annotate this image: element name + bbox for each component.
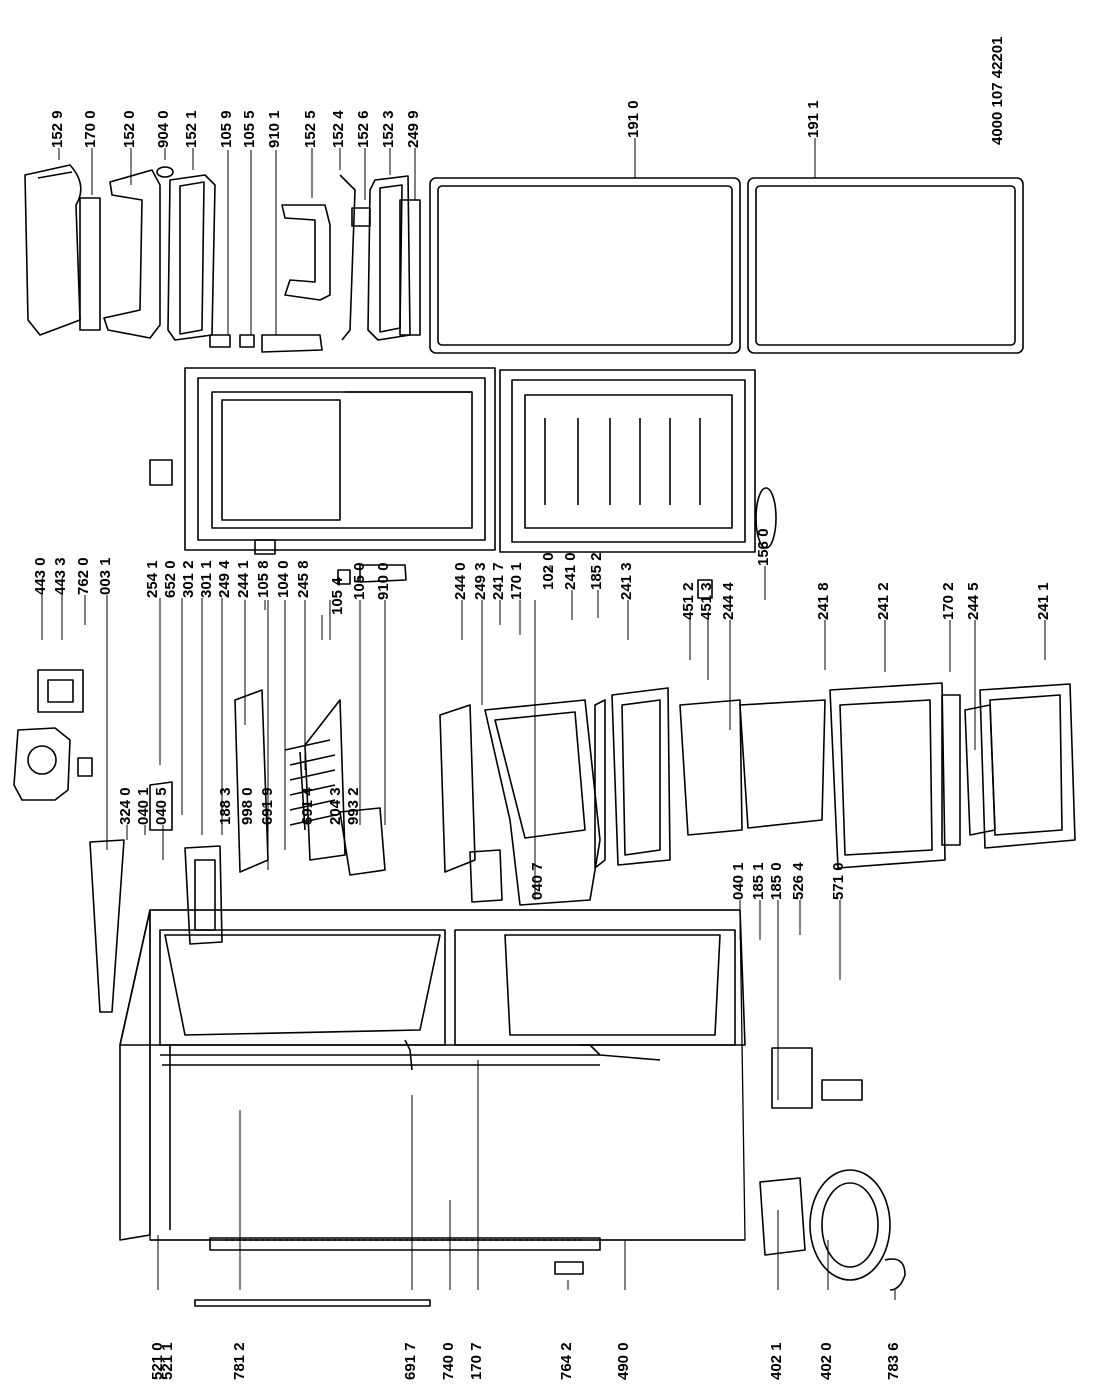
leader-lines xyxy=(41,138,1046,1300)
part-label: 451 3 xyxy=(698,582,715,620)
part-label: 245 8 xyxy=(295,560,312,598)
part-label: 241 2 xyxy=(875,582,892,620)
part-label: 102 0 xyxy=(540,552,557,590)
part-label: 910 0 xyxy=(375,562,392,600)
part-label: 152 3 xyxy=(380,110,397,148)
part-label: 451 2 xyxy=(680,582,697,620)
part-label: 783 6 xyxy=(885,1342,902,1380)
part-label: 241 7 xyxy=(490,562,507,600)
part-label: 152 0 xyxy=(121,110,138,148)
part-label: 040 5 xyxy=(153,787,170,825)
part-label: 170 1 xyxy=(508,562,525,600)
part-label: 762 0 xyxy=(75,557,92,595)
part-label: 443 3 xyxy=(52,557,69,595)
part-label: 301 1 xyxy=(198,560,215,598)
part-label: 156 0 xyxy=(755,528,772,566)
shelves-and-drawers xyxy=(13,539,1076,1013)
part-label: 105 5 xyxy=(241,110,258,148)
door-bins-top xyxy=(24,164,421,353)
part-label: 241 3 xyxy=(618,562,635,600)
part-label: 402 1 xyxy=(768,1342,785,1380)
part-label: 152 9 xyxy=(49,110,66,148)
part-label: 740 0 xyxy=(440,1342,457,1380)
part-label: 402 0 xyxy=(818,1342,835,1380)
part-label: 104 0 xyxy=(275,560,292,598)
part-label: 152 6 xyxy=(355,110,372,148)
part-label: 691 4 xyxy=(299,787,316,825)
part-label: 244 5 xyxy=(965,582,982,620)
cabinet xyxy=(119,909,906,1307)
part-label: 249 9 xyxy=(405,110,422,148)
part-label: 324 0 xyxy=(117,787,134,825)
part-label: 249 4 xyxy=(216,560,233,598)
part-label: 191 0 xyxy=(625,100,642,138)
part-label: 571 0 xyxy=(830,862,847,900)
part-label: 904 0 xyxy=(155,110,172,148)
part-label: 105 0 xyxy=(351,562,368,600)
part-label: 152 5 xyxy=(302,110,319,148)
part-label: 188 3 xyxy=(217,787,234,825)
part-label: 185 1 xyxy=(750,862,767,900)
part-label: 170 0 xyxy=(82,110,99,148)
part-label: 170 7 xyxy=(468,1342,485,1380)
part-label: 244 4 xyxy=(720,582,737,620)
part-label: 191 1 xyxy=(805,100,822,138)
part-label: 764 2 xyxy=(558,1342,575,1380)
part-label: 691 7 xyxy=(402,1342,419,1380)
part-label: 105 8 xyxy=(255,560,272,598)
document-number: 4000 107 42201 xyxy=(989,36,1006,145)
part-label: 003 1 xyxy=(97,557,114,595)
part-label: 241 1 xyxy=(1035,582,1052,620)
door-gaskets xyxy=(429,177,1024,354)
part-label: 185 2 xyxy=(588,552,605,590)
part-label: 490 0 xyxy=(615,1342,632,1380)
part-label: 105 9 xyxy=(218,110,235,148)
part-label: 521 1 xyxy=(159,1342,176,1380)
part-label: 152 4 xyxy=(330,110,347,148)
part-label: 105 4 xyxy=(329,577,346,615)
doors xyxy=(149,367,777,553)
part-label: 244 0 xyxy=(452,562,469,600)
part-label: 249 3 xyxy=(472,562,489,600)
part-label: 993 2 xyxy=(345,787,362,825)
part-label: 691 9 xyxy=(259,787,276,825)
part-label: 244 1 xyxy=(235,560,252,598)
part-label: 301 2 xyxy=(180,560,197,598)
part-label: 910 1 xyxy=(266,110,283,148)
part-label: 241 8 xyxy=(815,582,832,620)
part-label: 185 0 xyxy=(768,862,785,900)
part-label: 040 1 xyxy=(135,787,152,825)
part-label: 204 3 xyxy=(327,787,344,825)
part-label: 526 4 xyxy=(790,862,807,900)
part-label: 170 2 xyxy=(940,582,957,620)
part-label: 254 1 xyxy=(144,560,161,598)
part-label: 998 0 xyxy=(239,787,256,825)
part-label: 040 1 xyxy=(730,862,747,900)
part-label: 652 0 xyxy=(162,560,179,598)
part-label: 040 7 xyxy=(529,862,546,900)
part-label: 443 0 xyxy=(32,557,49,595)
part-label: 781 2 xyxy=(231,1342,248,1380)
part-label: 241 0 xyxy=(562,552,579,590)
part-label: 152 1 xyxy=(183,110,200,148)
